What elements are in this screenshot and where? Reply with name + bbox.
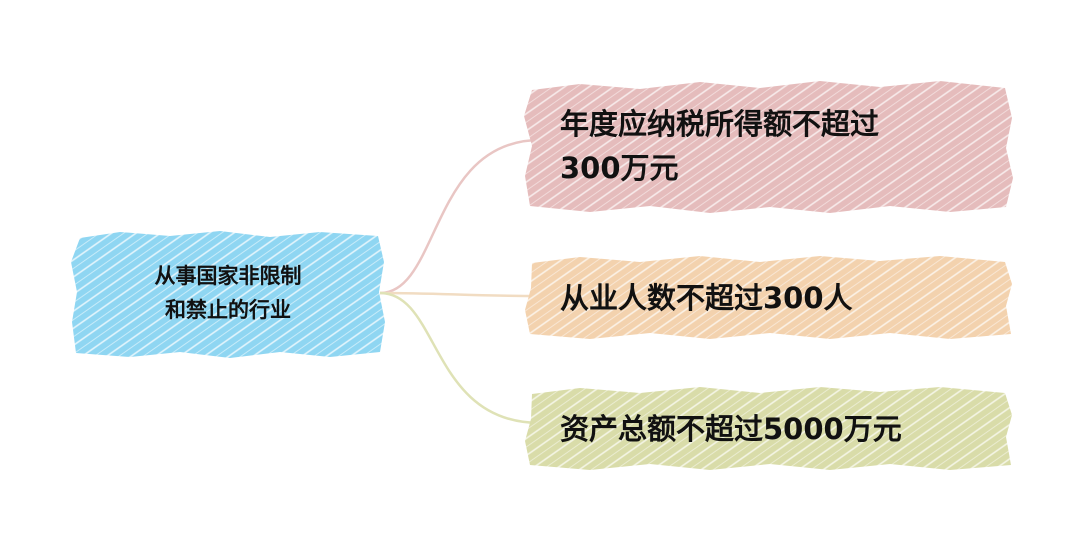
- branch-2-background: [525, 387, 1012, 470]
- branch-label-line1: 从业人数不超过300人: [560, 281, 853, 315]
- root-node: 从事国家非限制 和禁止的行业: [76, 234, 380, 352]
- branch-node-employees: 从业人数不超过300人: [540, 260, 1010, 336]
- branch-0-background: [524, 81, 1013, 213]
- branch-label-line1: 年度应纳税所得额不超过: [560, 107, 880, 141]
- root-node-background: [71, 231, 385, 358]
- branch-node-total-assets: 资产总额不超过5000万元: [540, 391, 1010, 467]
- branch-label-line1: 资产总额不超过5000万元: [560, 412, 902, 446]
- root-label-line1: 从事国家非限制: [154, 264, 302, 288]
- connector-branch-2: [379, 291, 541, 425]
- root-label-line2: 和禁止的行业: [165, 298, 291, 322]
- branch-label-line2: 300万元: [560, 151, 679, 185]
- connector-branch-0: [379, 138, 541, 295]
- branch-1-background: [525, 256, 1012, 339]
- branch-node-taxable-income: 年度应纳税所得额不超过 300万元: [540, 86, 1010, 206]
- connector-branch-1: [379, 291, 541, 298]
